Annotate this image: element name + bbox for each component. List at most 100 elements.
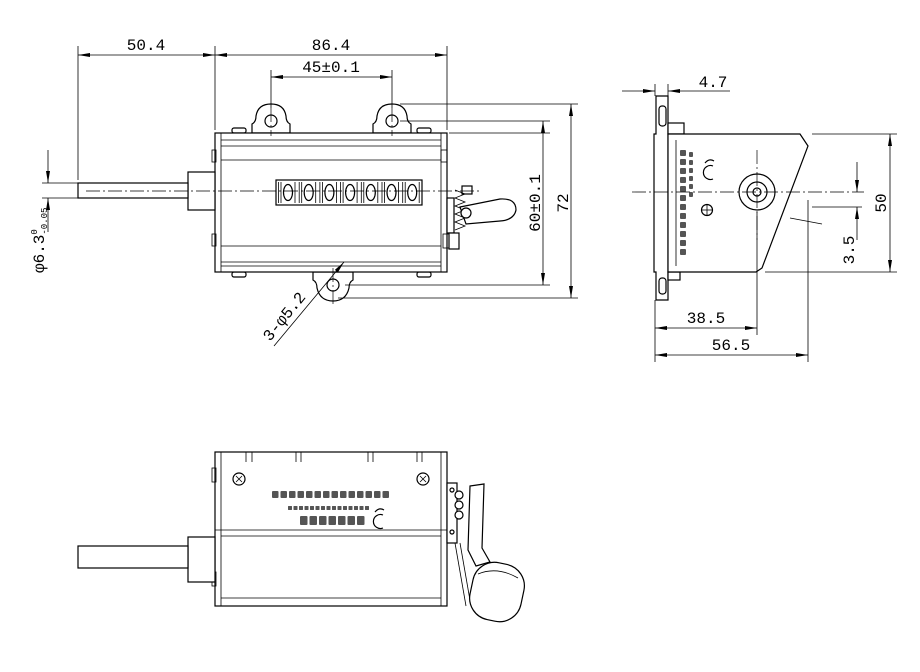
label-glyph-mark <box>293 506 298 510</box>
digit-wheel <box>381 182 399 203</box>
label-glyph-mark <box>272 491 279 498</box>
dimension-right <box>338 103 578 299</box>
dimension-side-height <box>765 133 897 273</box>
digit-wheel <box>402 182 420 203</box>
label-glyph-mark <box>306 491 313 498</box>
digit-zero-glyph <box>282 183 294 202</box>
label-glyph-mark <box>680 204 686 210</box>
label-glyph-mark <box>689 152 693 157</box>
label-glyph-mark <box>337 506 342 510</box>
dimension-hole-spacing <box>270 70 393 108</box>
bottom-view <box>77 451 525 623</box>
digit-wheel <box>360 182 379 203</box>
label-glyph-mark <box>354 506 358 510</box>
label-glyph-mark <box>348 506 353 510</box>
label-glyph-mark <box>680 195 686 201</box>
label-glyph-mark <box>323 491 330 498</box>
dim-text-side-height: 50 <box>873 193 891 212</box>
digit-zero-glyph <box>303 183 314 202</box>
digit-wheel <box>278 182 296 203</box>
label-glyph-mark <box>288 506 292 510</box>
foot-top-right <box>416 127 432 134</box>
label-glyph-mark <box>680 168 686 174</box>
label-glyph-mark <box>332 506 336 510</box>
screw-cross-marks <box>235 475 427 483</box>
label-glyph-mark <box>382 491 389 498</box>
reset-lever <box>446 185 517 250</box>
label-glyph-mark <box>310 506 314 510</box>
plate-slot-top <box>658 105 667 127</box>
label-glyph-mark <box>680 231 686 237</box>
screw-icon <box>416 472 430 486</box>
side-body <box>667 133 809 273</box>
label-glyph-mark <box>680 222 686 228</box>
label-glyph-mark <box>680 177 686 183</box>
label-glyph-mark <box>326 506 331 510</box>
digit-zero-glyph <box>345 183 356 202</box>
label-glyph-mark <box>297 491 304 498</box>
side-lever-stub <box>789 217 823 225</box>
label-glyph-mark <box>680 159 686 165</box>
dim-text-shaft-position: 38.5 <box>687 310 725 328</box>
mounting-plate <box>653 95 669 301</box>
label-glyph-mark <box>331 491 338 498</box>
label-glyph-mark <box>347 516 355 525</box>
label-glyph-mark <box>374 491 381 498</box>
bottom-shaft-boss <box>187 536 216 583</box>
screw-icon <box>700 203 714 217</box>
plate-slot-bottom <box>658 277 667 295</box>
bottom-input-shaft <box>77 545 189 569</box>
hole-callout-text: 3-φ5.2 <box>260 289 310 345</box>
shaft-diameter-value: φ6.3 <box>31 235 49 273</box>
label-glyph-mark <box>357 491 364 498</box>
shaft-tolerance-upper: 0 <box>30 229 40 234</box>
label-glyph-mark <box>299 506 303 510</box>
shaft-tolerance-lower: -0.05 <box>40 208 50 235</box>
dim-text-hole-spacing: 45±0.1 <box>302 59 360 77</box>
label-glyph-mark <box>680 240 686 246</box>
digit-zero-glyph <box>386 183 397 202</box>
dim-text-overall-height: 72 <box>555 193 573 212</box>
label-glyph-mark <box>357 516 365 525</box>
side-view: 4.7 50 3.5 38.5 56.5 <box>622 74 897 362</box>
bottom-body <box>214 451 448 607</box>
label-glyph-mark <box>689 184 693 189</box>
label-glyph-mark <box>304 506 309 510</box>
digit-wheels <box>278 182 420 203</box>
label-glyph-mark <box>314 491 321 498</box>
dim-text-shaft-diameter: φ6.30-0.05 <box>30 208 50 273</box>
label-glyph-mark <box>365 506 369 510</box>
dimension-depth <box>654 200 809 362</box>
label-glyph-mark <box>338 516 346 525</box>
digit-wheel <box>298 182 317 203</box>
digit-wheel <box>319 182 337 203</box>
digit-zero-glyph <box>324 183 335 202</box>
label-glyph-mark <box>321 506 325 510</box>
bottom-body-lines <box>211 452 447 606</box>
label-glyph-mark <box>689 192 693 197</box>
label-glyph-mark <box>680 150 686 156</box>
label-glyph-mark <box>365 491 372 498</box>
label-glyph-mark <box>309 516 317 525</box>
dimension-top <box>77 46 448 180</box>
bottom-reset-lever <box>446 482 525 623</box>
front-view: 50.4 86.4 45±0.1 60±0.1 72 <box>30 37 578 347</box>
label-glyph-mark <box>315 506 320 510</box>
side-label-marks <box>680 150 693 255</box>
label-glyph-mark <box>289 491 296 498</box>
screw-icon <box>232 472 246 486</box>
label-glyph-mark <box>343 506 347 510</box>
company-logo-icon <box>372 508 385 530</box>
label-glyph-mark <box>280 491 287 498</box>
dimension-plate <box>622 84 730 96</box>
label-glyph-mark <box>300 516 308 525</box>
digit-window <box>275 179 423 206</box>
label-glyph-mark <box>689 168 693 173</box>
foot-bottom-right <box>416 271 432 278</box>
input-shaft <box>77 182 189 199</box>
label-glyph-mark <box>680 186 686 192</box>
label-glyph-mark <box>680 213 686 219</box>
dim-text-plate: 4.7 <box>699 74 728 92</box>
foot-bottom-left <box>231 271 247 278</box>
